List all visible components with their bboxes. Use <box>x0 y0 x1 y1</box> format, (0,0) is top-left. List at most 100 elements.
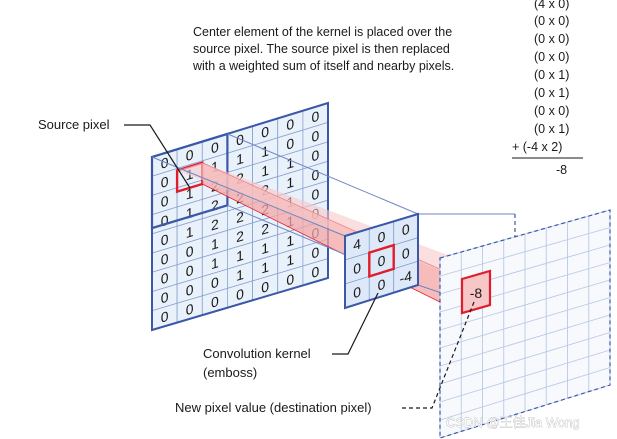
source-cell-value: 1 <box>236 151 244 169</box>
source-cell-value: 0 <box>161 193 169 211</box>
destination-image-grid: -8 <box>439 209 611 439</box>
kernel-cell-value: 0 <box>353 284 361 302</box>
source-cell-value: 0 <box>236 286 244 304</box>
watermark: CSDN @王佳Jia Wong <box>446 415 580 430</box>
destination-label: New pixel value (destination pixel) <box>175 400 372 415</box>
source-cell-value: 0 <box>161 174 169 192</box>
source-cell-value: 1 <box>261 260 269 278</box>
source-cell-value: 1 <box>286 252 294 270</box>
description-line: with a weighted sum of itself and nearby… <box>192 59 454 73</box>
source-cell-value: 0 <box>236 132 244 150</box>
source-cell-value: 1 <box>286 155 294 173</box>
source-cell-value: 0 <box>186 301 194 319</box>
weighted-sum-calculation: (4 x 0) (0 x 0) (0 x 0) (0 x 0) (0 x 1) … <box>512 0 583 177</box>
kernel-cell-value: 0 <box>402 222 410 240</box>
destination-grid-line <box>439 367 611 421</box>
source-cell-value: 0 <box>312 147 320 165</box>
kernel-cell-value: 0 <box>378 277 386 295</box>
source-pixel-leader <box>124 124 191 189</box>
calc-term: (0 x 1) <box>534 68 569 82</box>
source-cell-value: 0 <box>312 245 320 263</box>
source-cell-value: 0 <box>261 279 269 297</box>
calc-term: (0 x 0) <box>534 14 569 28</box>
calc-term: (4 x 0) <box>534 0 569 11</box>
source-cell-value: 0 <box>286 136 294 154</box>
source-cell-value: 1 <box>186 186 194 204</box>
kernel-border <box>344 212 419 310</box>
source-neighborhood-box <box>150 132 229 230</box>
source-cell-value: 0 <box>312 264 320 282</box>
source-pixel-callout: Source pixel <box>38 117 191 189</box>
projection-line <box>151 156 346 237</box>
source-cell-value: 2 <box>261 221 269 239</box>
kernel-callout: Convolution kernel (emboss) <box>203 292 379 380</box>
kernel-leader <box>332 292 379 355</box>
destination-grid-line <box>439 279 611 331</box>
destination-callout: New pixel value (destination pixel) <box>175 301 475 415</box>
source-pixel-label: Source pixel <box>38 117 110 132</box>
source-cell-value: 0 <box>161 232 169 250</box>
destination-grid-line <box>439 297 611 349</box>
kernel-sublabel: (emboss) <box>203 365 257 380</box>
description-line: Center element of the kernel is placed o… <box>193 25 452 39</box>
source-cell-value: 1 <box>261 240 269 258</box>
calc-term: (0 x 0) <box>534 104 569 118</box>
destination-grid-line <box>439 314 611 367</box>
source-cell-value: 1 <box>236 248 244 266</box>
source-cell-value: 0 <box>286 116 294 134</box>
source-cell-value: 0 <box>161 289 169 307</box>
source-cell-value: 0 <box>312 109 320 127</box>
source-cell-value: 2 <box>236 209 244 227</box>
destination-grid-line <box>439 227 611 277</box>
kernel-center-highlight <box>368 243 395 279</box>
calc-result: -8 <box>556 163 567 177</box>
source-cell-value: 1 <box>186 205 194 223</box>
source-cell-value: 0 <box>312 167 320 185</box>
source-cell-value: 1 <box>261 143 269 161</box>
source-cell-value: 0 <box>186 282 194 300</box>
destination-grid-line <box>439 349 611 403</box>
source-border <box>151 101 329 332</box>
destination-leader <box>402 301 475 409</box>
source-cell-value: 0 <box>261 124 269 142</box>
source-cell-value: 0 <box>161 270 169 288</box>
description-text: Center element of the kernel is placed o… <box>192 25 454 73</box>
calc-term: (0 x 1) <box>534 86 569 100</box>
source-image-grid: 0000000011110001221100122210012221000122… <box>150 101 329 332</box>
kernel-cell-value: 0 <box>402 245 410 263</box>
kernel-cell-value: 0 <box>378 253 386 271</box>
source-cell-value: 0 <box>211 275 219 293</box>
description-line: source pixel. The source pixel is then r… <box>193 42 450 56</box>
source-cell-value: 2 <box>236 228 244 246</box>
destination-pixel-highlight <box>460 269 492 315</box>
source-cell-value: 0 <box>186 147 194 165</box>
calc-term: (0 x 0) <box>534 32 569 46</box>
source-cell-value: 0 <box>161 155 169 173</box>
destination-pixel-value: -8 <box>470 285 483 301</box>
source-cell-value: 1 <box>261 163 269 181</box>
source-cell-value: 2 <box>211 217 219 235</box>
source-cell-value: 1 <box>186 166 194 184</box>
source-cell-value: 0 <box>211 139 219 157</box>
source-cell-value: 1 <box>236 267 244 285</box>
source-cell-value: 1 <box>211 255 219 273</box>
destination-grid-line <box>439 332 611 385</box>
source-cell-value: 0 <box>186 243 194 261</box>
kernel-cell-value: 0 <box>353 260 361 278</box>
source-cell-value: 0 <box>312 128 320 146</box>
source-cell-value: 2 <box>211 197 219 215</box>
source-cell-value: 1 <box>286 175 294 193</box>
calc-term: (0 x 0) <box>534 50 569 64</box>
kernel-label: Convolution kernel <box>203 346 311 361</box>
kernel-cell-value: 4 <box>353 236 361 254</box>
source-cell-value: 0 <box>161 213 169 231</box>
source-cell-value: 0 <box>211 294 219 312</box>
kernel-cell-value: -4 <box>400 268 412 287</box>
source-cell-value: 0 <box>186 263 194 281</box>
projection-line <box>227 133 419 215</box>
source-cell-value: 0 <box>286 271 294 289</box>
source-cell-value: 1 <box>186 224 194 242</box>
source-cell-value: 1 <box>286 233 294 251</box>
kernel-cell-value: 0 <box>378 229 386 247</box>
